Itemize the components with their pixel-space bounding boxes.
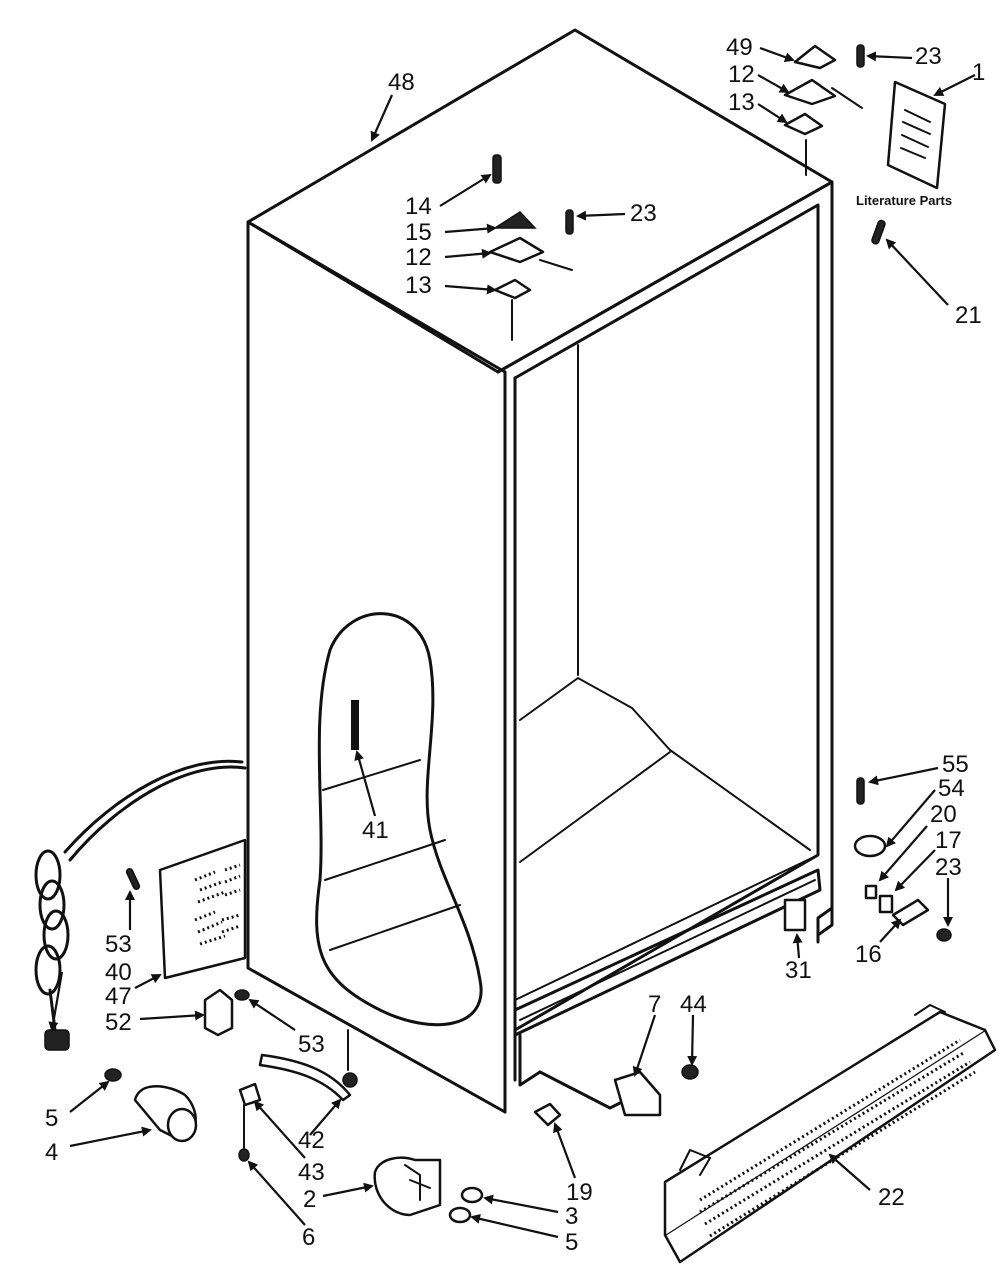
clip-19-icon — [533, 1102, 562, 1127]
screw-21-icon — [871, 219, 886, 245]
bushing-13-icon — [493, 278, 532, 300]
literature-parts-booklet: Literature Parts — [856, 80, 952, 208]
callout-47: 47 — [105, 983, 132, 1010]
leader-lines — [48, 46, 976, 1239]
bushing-13-right-icon — [783, 112, 824, 136]
callout-49: 49 — [726, 34, 753, 61]
callout-23a: 23 — [915, 43, 942, 70]
callout-2: 2 — [303, 1186, 316, 1213]
callout-6: 6 — [302, 1224, 315, 1251]
leveler-43-icon — [238, 1082, 262, 1107]
callout-15: 15 — [405, 219, 432, 246]
callout-17: 17 — [935, 827, 962, 854]
hinge-12-right-icon — [783, 78, 837, 106]
callout-4: 4 — [45, 1139, 58, 1166]
callout-43: 43 — [298, 1159, 325, 1186]
callout-5b: 5 — [565, 1229, 578, 1256]
screw-53-right-icon — [234, 989, 250, 1001]
screw-53-left-icon — [125, 867, 141, 891]
callout-31: 31 — [785, 957, 812, 984]
compressor-cover-47 — [158, 838, 247, 980]
callout-19: 19 — [566, 1179, 593, 1206]
callout-22: 22 — [878, 1184, 905, 1211]
callout-3: 3 — [565, 1203, 578, 1230]
callout-12b: 12 — [405, 244, 432, 271]
plug-40-icon — [44, 1029, 70, 1051]
bracket-7-icon — [613, 1070, 662, 1117]
callout-numbers: 48 49 23 1 12 13 14 15 23 12 13 21 55 54… — [45, 34, 985, 1256]
shim-15-icon — [492, 211, 537, 229]
callout-40: 40 — [105, 959, 132, 986]
leg-42-icon — [258, 1053, 352, 1102]
screw-44-icon — [681, 1064, 699, 1080]
bracket-17-icon — [878, 894, 894, 914]
screw-23-top-icon — [565, 209, 574, 235]
callout-53a: 53 — [105, 931, 132, 958]
screw-23-right-icon — [856, 44, 865, 68]
top-center-hinge-assembly — [488, 154, 574, 341]
callout-54: 54 — [938, 775, 965, 802]
screw-55-icon — [856, 777, 865, 805]
screw-23-lower-icon — [936, 928, 952, 942]
cabinet-body — [246, 28, 834, 1114]
callout-14: 14 — [405, 193, 432, 220]
callout-41: 41 — [362, 817, 389, 844]
top-right-hinge-assembly — [783, 44, 865, 176]
screw-6-icon — [238, 1148, 250, 1162]
callout-12a: 12 — [728, 61, 755, 88]
callout-1: 1 — [972, 59, 985, 86]
callout-20: 20 — [930, 801, 957, 828]
literature-parts-label: Literature Parts — [856, 193, 952, 208]
callout-13a: 13 — [728, 89, 755, 116]
callout-42: 42 — [298, 1127, 325, 1154]
callout-53b: 53 — [298, 1031, 325, 1058]
bolt-41-icon — [351, 700, 359, 750]
callout-21: 21 — [955, 302, 982, 329]
callout-52: 52 — [105, 1009, 132, 1036]
bottom-left-hardware — [104, 1029, 358, 1162]
bottom-hinge-assembly — [373, 1064, 699, 1224]
power-cord-assembly — [34, 759, 247, 1051]
callout-55: 55 — [942, 751, 969, 778]
spacer-20-icon — [864, 884, 878, 900]
callout-5a: 5 — [45, 1105, 58, 1132]
callout-48: 48 — [388, 69, 415, 96]
hinge-12-icon — [488, 236, 545, 264]
clip-31-icon — [783, 898, 807, 932]
screw-14-icon — [492, 154, 502, 184]
hinge-2-icon — [373, 1156, 442, 1217]
cutaway-insulation — [315, 612, 483, 1027]
callout-23b: 23 — [630, 200, 657, 227]
bracket-52-icon — [203, 988, 234, 1037]
callout-13b: 13 — [405, 272, 432, 299]
base-grille-22 — [663, 1003, 997, 1264]
callout-23c: 23 — [935, 854, 962, 881]
caster-54-icon — [853, 834, 887, 858]
callout-16: 16 — [855, 941, 882, 968]
cover-49-icon — [793, 44, 837, 70]
callout-7: 7 — [648, 991, 661, 1018]
screw-3-icon — [460, 1186, 484, 1204]
screw-5-left-icon — [104, 1068, 122, 1082]
screw-5-bottom-icon — [448, 1206, 472, 1224]
callout-44: 44 — [680, 991, 707, 1018]
